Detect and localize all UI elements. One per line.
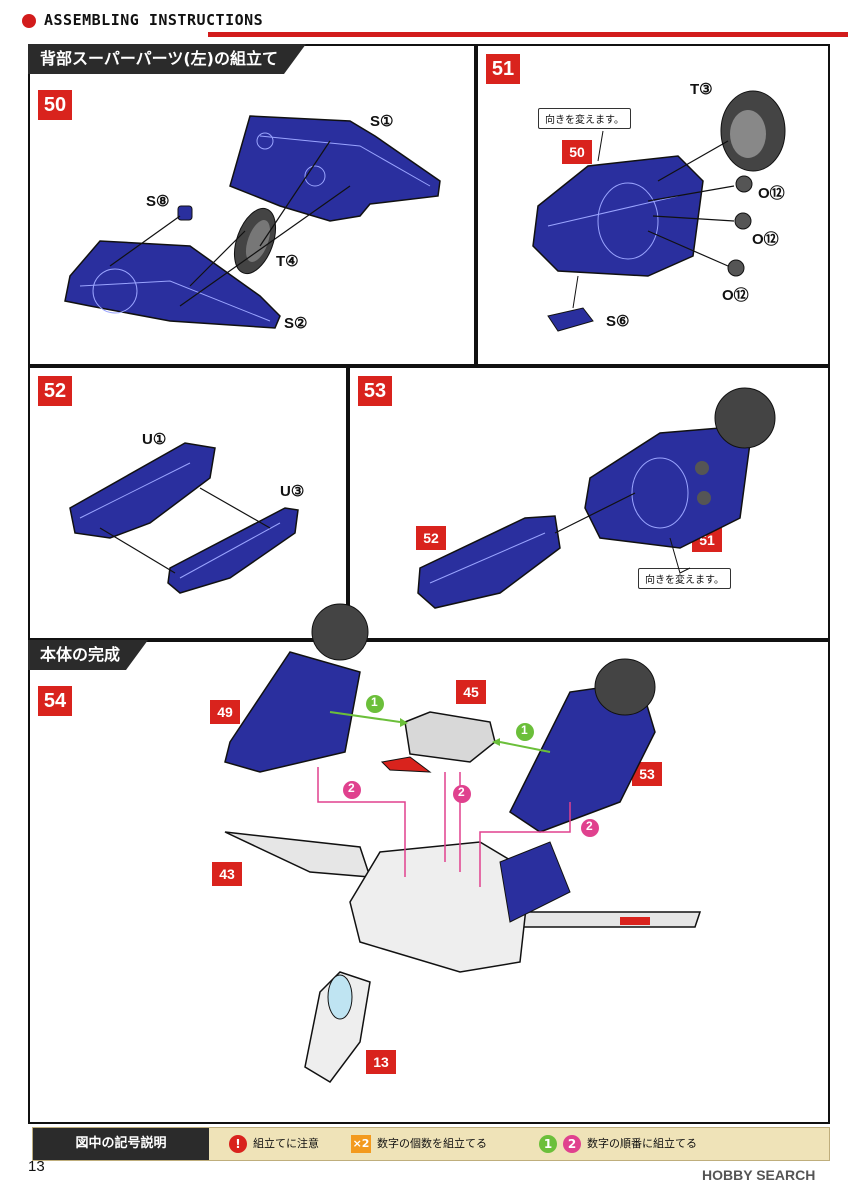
part-label-s6: S⑥ — [606, 313, 630, 330]
ref-tag-50: 50 — [562, 140, 592, 164]
page-number: 13 — [28, 1158, 45, 1175]
step-number-53: 53 — [358, 376, 392, 406]
step-number-50: 50 — [38, 90, 72, 120]
callout-change-orientation: 向きを変えます。 — [538, 108, 631, 129]
step-number-51: 51 — [486, 54, 520, 84]
legend-item-multiply: ×2 数字の個数を組立てる — [351, 1128, 487, 1160]
multiply-icon: ×2 — [351, 1135, 371, 1153]
watermark: HOBBY SEARCH — [702, 1167, 816, 1183]
legend-item-caution: ! 組立てに注意 — [229, 1128, 319, 1160]
order-mark-2-right: 2 — [586, 819, 593, 833]
step-54-illustration — [224, 603, 702, 1083]
panel-step-51: 51 向きを変えます。 50 T③ O⑫ O⑫ O⑫ S⑥ — [476, 44, 830, 366]
part-label-o12-b: O⑫ — [752, 231, 779, 248]
ref-tag-13: 13 — [366, 1050, 396, 1074]
order-mark-1-right: 1 — [521, 723, 528, 737]
step-number-54: 54 — [38, 686, 72, 716]
part-label-t3: T③ — [690, 81, 713, 98]
part-label-s1: S① — [370, 113, 394, 130]
order-2-icon: 2 — [563, 1135, 581, 1153]
section-title-body-complete: 本体の完成 — [28, 640, 148, 670]
panel-step-54: 本体の完成 54 49 45 53 43 13 — [28, 603, 830, 1124]
part-label-u3: U③ — [280, 483, 305, 500]
section-title-back-super-parts: 背部スーパーパーツ(左)の組立て — [28, 44, 306, 74]
step-50-illustration — [64, 115, 441, 329]
panel-step-53: 53 52 51 向きを変えます。 — [348, 366, 830, 640]
part-label-u1: U① — [142, 431, 167, 448]
order-mark-2-left: 2 — [348, 781, 355, 795]
brand-logo-icon — [22, 14, 36, 28]
step-52-illustration — [69, 442, 299, 594]
step-51-illustration — [532, 90, 786, 332]
legend-order-text: 数字の順番に組立てる — [587, 1137, 697, 1150]
legend-multiply-text: 数字の個数を組立てる — [377, 1137, 487, 1150]
ref-tag-43: 43 — [212, 862, 242, 886]
order-mark-1-left: 1 — [371, 695, 378, 709]
legend-title: 図中の記号説明 — [33, 1128, 209, 1160]
callout-change-orientation-53: 向きを変えます。 — [638, 568, 731, 589]
part-label-t4: T④ — [276, 253, 299, 270]
order-mark-2-center: 2 — [458, 785, 465, 799]
step-53-illustration — [417, 387, 776, 609]
ref-tag-49: 49 — [210, 700, 240, 724]
step-number-52: 52 — [38, 376, 72, 406]
ref-tag-45: 45 — [456, 680, 486, 704]
order-1-icon: 1 — [539, 1135, 557, 1153]
panel-step-50: 背部スーパーパーツ(左)の組立て 50 S① S⑧ T④ S② — [28, 44, 476, 366]
legend-caution-text: 組立てに注意 — [253, 1137, 319, 1150]
page-header: ASSEMBLING INSTRUCTIONS — [18, 8, 848, 37]
part-label-o12-c: O⑫ — [722, 287, 749, 304]
part-label-o12-a: O⑫ — [758, 185, 785, 202]
part-label-s2: S② — [284, 315, 308, 332]
ref-tag-52: 52 — [416, 526, 446, 550]
header-title: ASSEMBLING INSTRUCTIONS — [44, 11, 264, 29]
part-label-s8: S⑧ — [146, 193, 170, 210]
caution-icon: ! — [229, 1135, 247, 1153]
panel-step-52: 52 U① U③ — [28, 366, 348, 640]
header-rule — [208, 32, 848, 37]
